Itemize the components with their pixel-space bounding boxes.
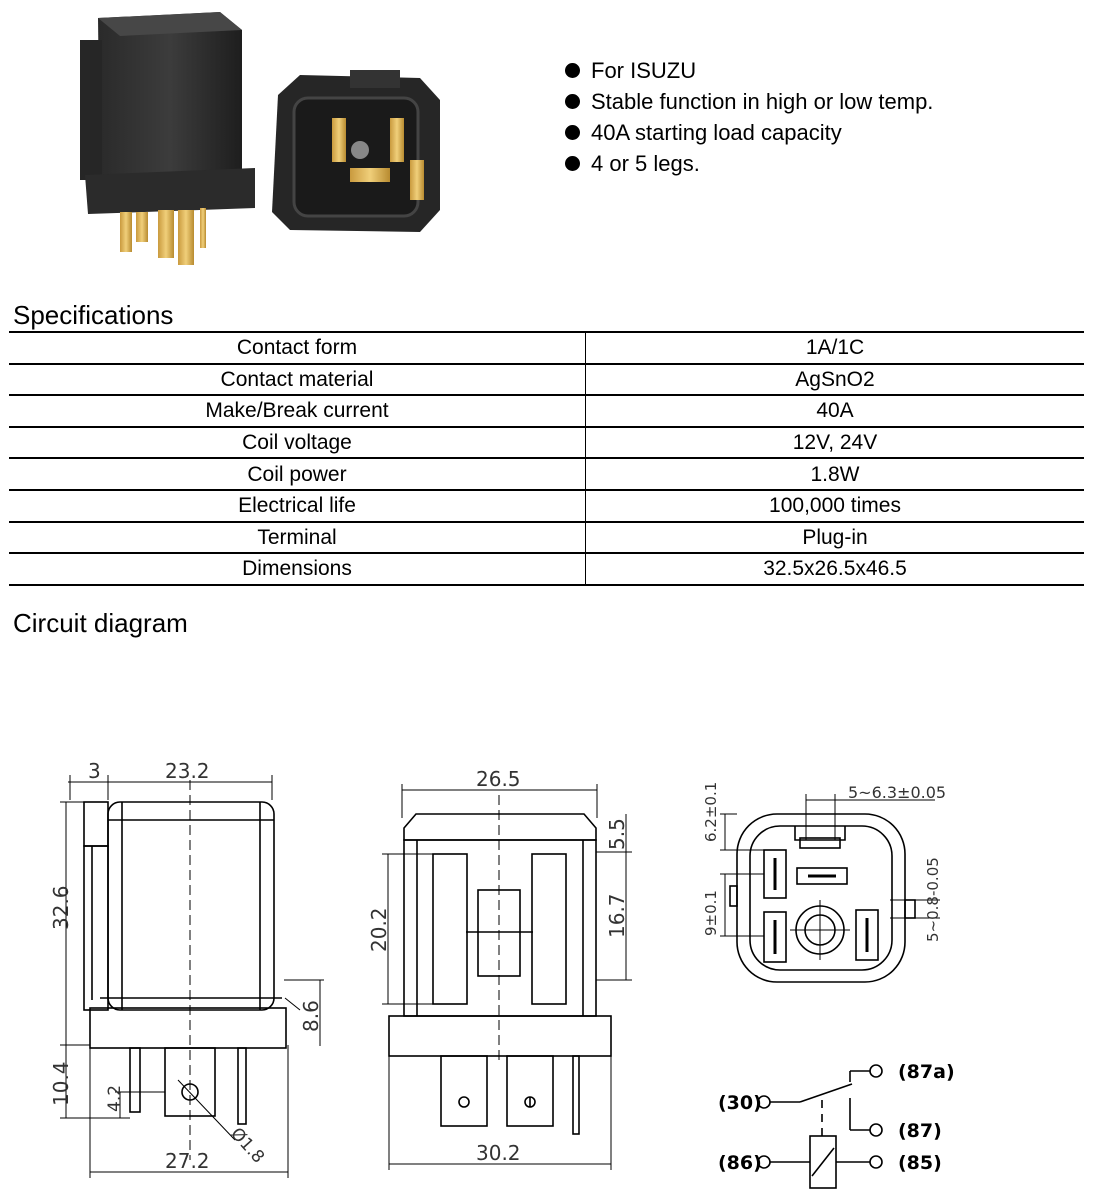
bullet-icon (565, 125, 580, 140)
terminal-87a: (87a) (898, 1061, 955, 1083)
bullet-icon (565, 94, 580, 109)
feature-item: 40A starting load capacity (560, 117, 933, 148)
bullet-icon (565, 156, 580, 171)
dim-tab: 5~0.8-0.05 (924, 857, 942, 942)
side-view-drawing: 3 23.2 32.6 8.6 10.4 (49, 759, 324, 1178)
dim-pin-length: 10.4 (49, 1061, 73, 1106)
spec-value: Plug-in (585, 520, 1084, 554)
spec-label: Coil voltage (9, 425, 586, 459)
front-view-drawing: 26.5 5.5 16.7 20.2 (367, 767, 632, 1170)
terminal-86: (86) (718, 1152, 762, 1174)
spec-label: Electrical life (9, 488, 586, 522)
dim-spacing: 9±0.1 (702, 890, 720, 936)
spec-label: Contact form (9, 331, 586, 364)
dim-flange: 3 (88, 759, 101, 783)
dim-front-base-width: 30.2 (476, 1141, 521, 1165)
spec-value: 1.8W (585, 457, 1084, 490)
relay-photo-bottom (272, 70, 440, 232)
product-photos (80, 12, 440, 265)
technical-drawings: 3 23.2 32.6 8.6 10.4 (49, 759, 955, 1189)
dim-body-width: 23.2 (165, 759, 210, 783)
dim-hole: Ø1.8 (226, 1124, 268, 1167)
relay-photo-side (80, 12, 255, 265)
terminal-85: (85) (898, 1152, 942, 1174)
bottom-view-drawing: 5~6.3±0.05 6.2±0.1 9±0.1 5~0.8-0.05 (702, 782, 946, 983)
specifications-heading: Specifications (13, 300, 174, 330)
spec-value: 32.5x26.5x46.5 (585, 552, 1084, 586)
spec-label: Dimensions (9, 552, 586, 586)
spec-label: Make/Break current (9, 394, 586, 427)
feature-list: For ISUZU Stable function in high or low… (560, 55, 933, 179)
dim-height: 32.6 (49, 885, 73, 930)
circuit-heading: Circuit diagram (13, 608, 188, 638)
spec-value: 1A/1C (585, 331, 1084, 364)
dim-pitch: 5~6.3±0.05 (848, 783, 946, 802)
dim-total-width: 27.2 (165, 1149, 210, 1173)
dim-front-top: 5.5 (605, 818, 629, 850)
dim-front-left-height: 20.2 (367, 907, 391, 952)
feature-item: Stable function in high or low temp. (560, 86, 933, 117)
dim-top-offset: 6.2±0.1 (702, 782, 720, 842)
dim-pin-offset: 4.2 (105, 1085, 125, 1112)
spec-label: Coil power (9, 457, 586, 490)
spec-label: Contact material (9, 362, 586, 396)
spec-value: 12V, 24V (585, 425, 1084, 459)
dim-front-right-height: 16.7 (605, 893, 629, 938)
wiring-diagram: (87a) (30) (87) (86) (85) (718, 1061, 955, 1189)
spec-value: 40A (585, 394, 1084, 427)
bullet-icon (565, 63, 580, 78)
terminal-87: (87) (898, 1120, 942, 1142)
dim-front-width: 26.5 (476, 767, 521, 791)
dim-base-height: 8.6 (299, 1000, 323, 1032)
spec-value: AgSnO2 (585, 362, 1084, 396)
spec-value: 100,000 times (585, 488, 1084, 522)
terminal-30: (30) (718, 1092, 762, 1114)
feature-item: 4 or 5 legs. (560, 148, 933, 179)
feature-item: For ISUZU (560, 55, 933, 86)
spec-label: Terminal (9, 520, 586, 554)
